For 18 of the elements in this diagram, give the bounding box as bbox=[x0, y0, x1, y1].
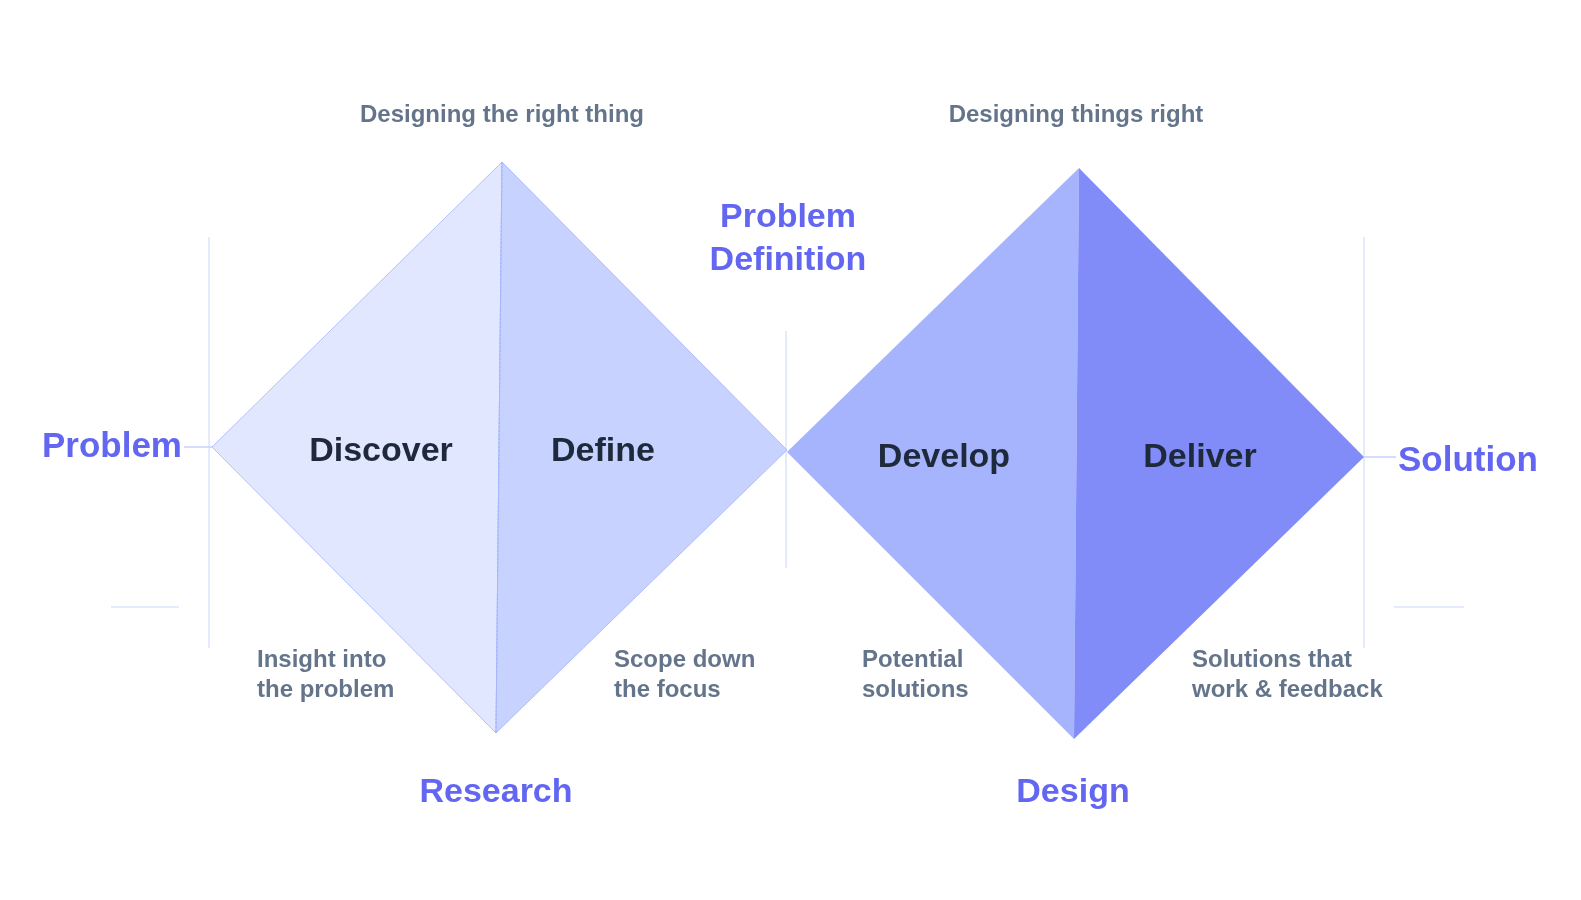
phase-title: Define bbox=[551, 429, 655, 469]
phase-note: Potential solutions bbox=[862, 644, 970, 704]
connector-line bbox=[1363, 456, 1397, 458]
phase-title: Develop bbox=[877, 435, 1011, 475]
diamond-half bbox=[212, 162, 502, 733]
diamond-heading: Designing things right bbox=[948, 99, 1204, 129]
phase-note: Insight into the problem bbox=[257, 644, 396, 704]
phase-title: Deliver bbox=[1143, 435, 1257, 475]
diamond-heading: Designing the right thing bbox=[360, 99, 644, 129]
end-label: Solution bbox=[1398, 439, 1538, 479]
phase-note: Scope down the focus bbox=[614, 644, 757, 704]
milestone-label: Problem Definition bbox=[708, 195, 868, 279]
phase-note: Solutions that work & feedback bbox=[1192, 644, 1384, 704]
diamond-label: Design bbox=[1016, 769, 1130, 811]
connector-line bbox=[183, 446, 213, 448]
diamond-label: Research bbox=[419, 769, 573, 811]
start-label: Problem bbox=[41, 425, 182, 465]
phase-title: Discover bbox=[309, 429, 453, 469]
